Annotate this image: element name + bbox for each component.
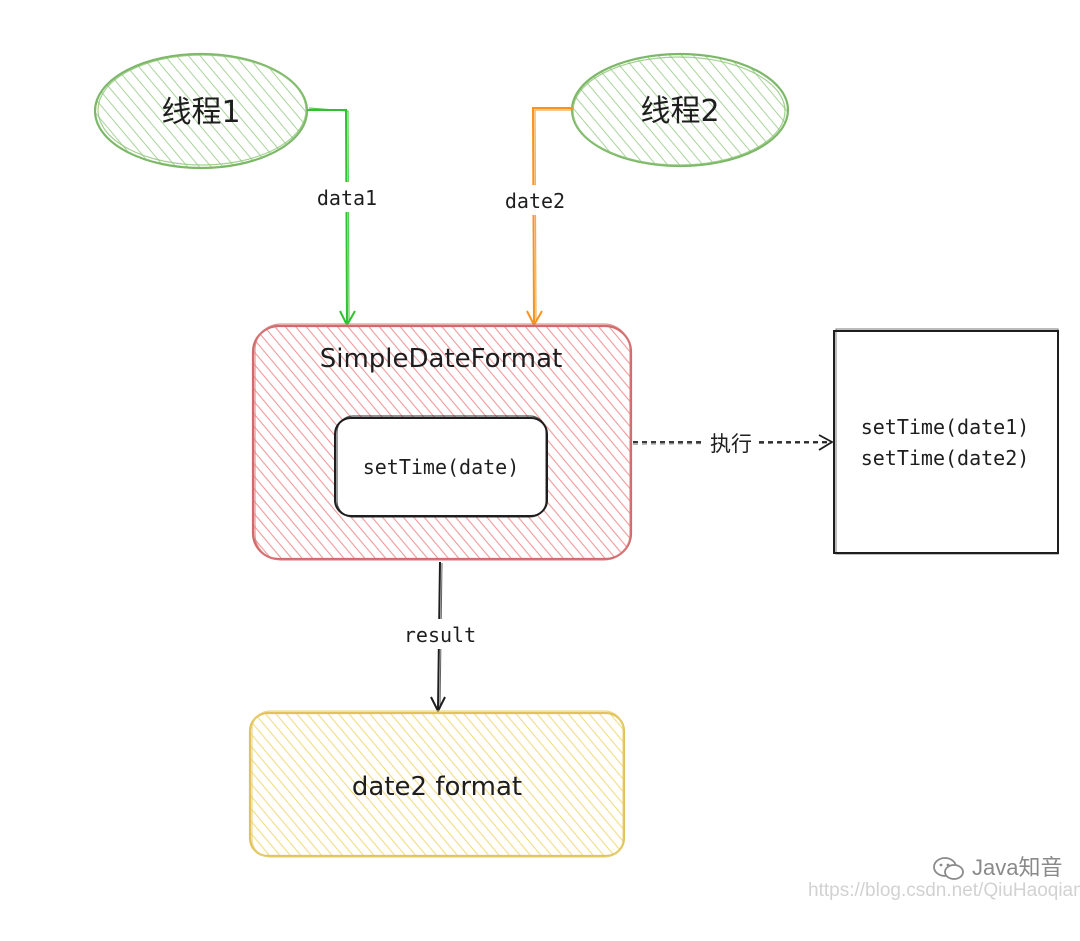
edge-label-data1: data1	[317, 186, 377, 210]
thread2-node: 线程2	[570, 52, 790, 168]
thread2-label: 线程2	[640, 94, 719, 129]
wechat-icon	[933, 857, 964, 881]
thread1-node: 线程1	[93, 52, 309, 170]
edge-label-exec: 执行	[710, 432, 752, 456]
sdf-title: SimpleDateFormat	[320, 344, 563, 374]
thread1-label: 线程1	[161, 95, 240, 130]
edge-label-result: result	[404, 623, 476, 647]
watermark-brand: Java知音	[932, 850, 1062, 882]
arrow-thread2-to-sdf	[526, 107, 573, 328]
exec-line-2: setTime(date2)	[861, 446, 1030, 470]
watermark-brand-text: Java知音	[972, 855, 1063, 880]
edge-label-date2: date2	[505, 189, 565, 213]
inner-method-label: setTime(date)	[363, 455, 520, 479]
result-node: date2 format	[248, 710, 626, 858]
watermark-url: https://blog.csdn.net/QiuHaoqian	[808, 880, 1080, 901]
sdf-node: SimpleDateFormat setTime(date)	[251, 323, 633, 561]
exec-line-1: setTime(date1)	[861, 415, 1030, 439]
exec-log-node: setTime(date1) setTime(date2)	[833, 328, 1059, 555]
result-label: date2 format	[352, 772, 522, 802]
arrow-thread1-to-sdf	[307, 107, 356, 328]
